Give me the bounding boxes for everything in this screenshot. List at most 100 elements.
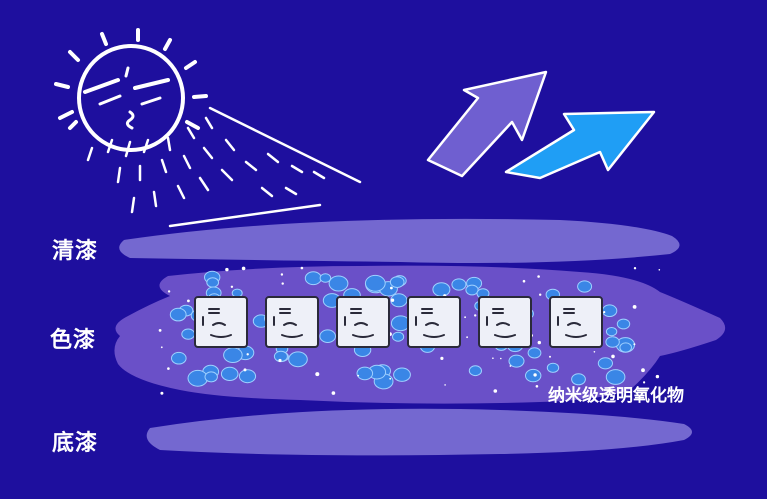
pigment-particle xyxy=(364,274,386,292)
sparkle-dot xyxy=(225,267,229,272)
sparkle-dot xyxy=(537,340,541,345)
sparkle-dot xyxy=(160,346,163,349)
sparkle-dot xyxy=(492,357,494,360)
nano-oxide-label: 纳米级透明氧化物 xyxy=(548,386,684,406)
pigment-particle xyxy=(392,331,405,342)
base-coat-label: 底漆 xyxy=(52,431,99,456)
pigment-particle xyxy=(527,347,542,359)
pigment-particle xyxy=(220,366,239,381)
sparkle-dot xyxy=(187,299,190,303)
pigment-particle xyxy=(206,277,220,288)
sparkle-dot xyxy=(390,286,393,290)
pigment-particle xyxy=(328,275,349,292)
pigment-particle xyxy=(605,336,620,348)
pigment-particle xyxy=(432,282,451,297)
nano-particle-cells xyxy=(194,296,603,348)
sparkle-dot xyxy=(278,358,282,363)
pigment-particle xyxy=(601,304,618,318)
sparkle-dot xyxy=(500,357,502,360)
sparkle-dot xyxy=(158,329,162,332)
sparkle-dot xyxy=(160,391,164,395)
pigment-particle xyxy=(223,347,243,364)
sparkle-dot xyxy=(246,353,249,356)
pigment-particle xyxy=(525,368,542,383)
pigment-particle xyxy=(546,362,560,373)
sparkle-dot xyxy=(357,374,360,377)
sparkle-dot xyxy=(331,391,336,395)
sparkle-dot xyxy=(440,356,444,360)
pigment-particle xyxy=(288,351,308,368)
sparkle-dot xyxy=(611,354,615,359)
sparkle-dot xyxy=(655,374,660,379)
sparkle-dot xyxy=(281,282,284,285)
nano-particle-icon xyxy=(478,296,532,348)
color-coat-label: 色漆 xyxy=(50,328,97,353)
sparkle-dot xyxy=(390,298,395,302)
sparkle-dot xyxy=(522,279,526,283)
pigment-particle xyxy=(356,366,374,381)
base-coat-layer xyxy=(146,408,692,456)
pigment-particle xyxy=(605,327,618,337)
pigment-particle xyxy=(319,329,337,344)
sparkle-dot xyxy=(533,373,537,377)
nano-particle-icon xyxy=(336,296,390,348)
clear-coat-label: 清漆 xyxy=(52,239,99,264)
clear-coat-layer xyxy=(119,218,680,263)
sparkle-dot xyxy=(280,273,284,276)
sparkle-dot xyxy=(641,368,645,373)
pigment-particle xyxy=(187,369,209,387)
sparkle-dot xyxy=(300,266,304,270)
sun-icon xyxy=(54,28,208,152)
pigment-particle xyxy=(571,373,586,386)
sparkle-dot xyxy=(464,316,466,319)
sparkle-dot xyxy=(633,343,636,346)
sparkle-dot xyxy=(593,351,596,353)
sparkle-dot xyxy=(243,368,247,372)
sparkle-dot xyxy=(603,311,606,314)
sparkle-dot xyxy=(632,305,637,309)
sparkle-dot xyxy=(444,384,446,386)
nano-particle-icon xyxy=(194,296,248,348)
sparkle-dot xyxy=(493,389,498,393)
sparkle-dot xyxy=(466,336,468,339)
sparkle-dot xyxy=(658,269,661,271)
sparkle-dot xyxy=(230,285,234,288)
pigment-particle xyxy=(508,354,525,368)
pigment-particle xyxy=(577,280,593,293)
nano-particle-icon xyxy=(407,296,461,348)
sparkle-dot xyxy=(633,267,637,270)
pigment-particle xyxy=(468,365,482,377)
sparkle-dot xyxy=(537,275,540,278)
pigment-particle xyxy=(319,273,332,283)
pigment-particle xyxy=(181,328,196,340)
pigment-particle xyxy=(393,367,411,382)
sparkle-dot xyxy=(167,367,170,370)
pigment-particle xyxy=(171,351,187,365)
pigment-particle xyxy=(304,271,322,286)
nano-particle-icon xyxy=(265,296,319,348)
sparkle-dot xyxy=(167,290,171,293)
sparkle-dot xyxy=(315,372,320,377)
pigment-particle xyxy=(597,357,614,370)
sparkle-dot xyxy=(474,314,477,317)
sparkle-dot xyxy=(535,385,539,388)
reflected-arrow-icon xyxy=(426,70,656,180)
pigment-particle xyxy=(616,318,631,330)
sparkle-dot xyxy=(509,365,512,367)
pigment-particle xyxy=(619,342,633,353)
pigment-particle xyxy=(238,369,257,384)
sparkle-dot xyxy=(539,293,542,296)
sparkle-dot xyxy=(643,381,646,384)
sparkle-dot xyxy=(241,266,246,271)
pigment-particle xyxy=(389,276,405,289)
nano-particle-icon xyxy=(549,296,603,348)
sparkle-dot xyxy=(389,377,392,380)
pigment-particle xyxy=(204,371,218,383)
pigment-particle xyxy=(451,278,467,291)
sparkle-dot xyxy=(549,355,551,358)
light-rays xyxy=(86,106,362,228)
pigment-particle xyxy=(231,288,243,298)
pigment-particle xyxy=(605,369,626,385)
